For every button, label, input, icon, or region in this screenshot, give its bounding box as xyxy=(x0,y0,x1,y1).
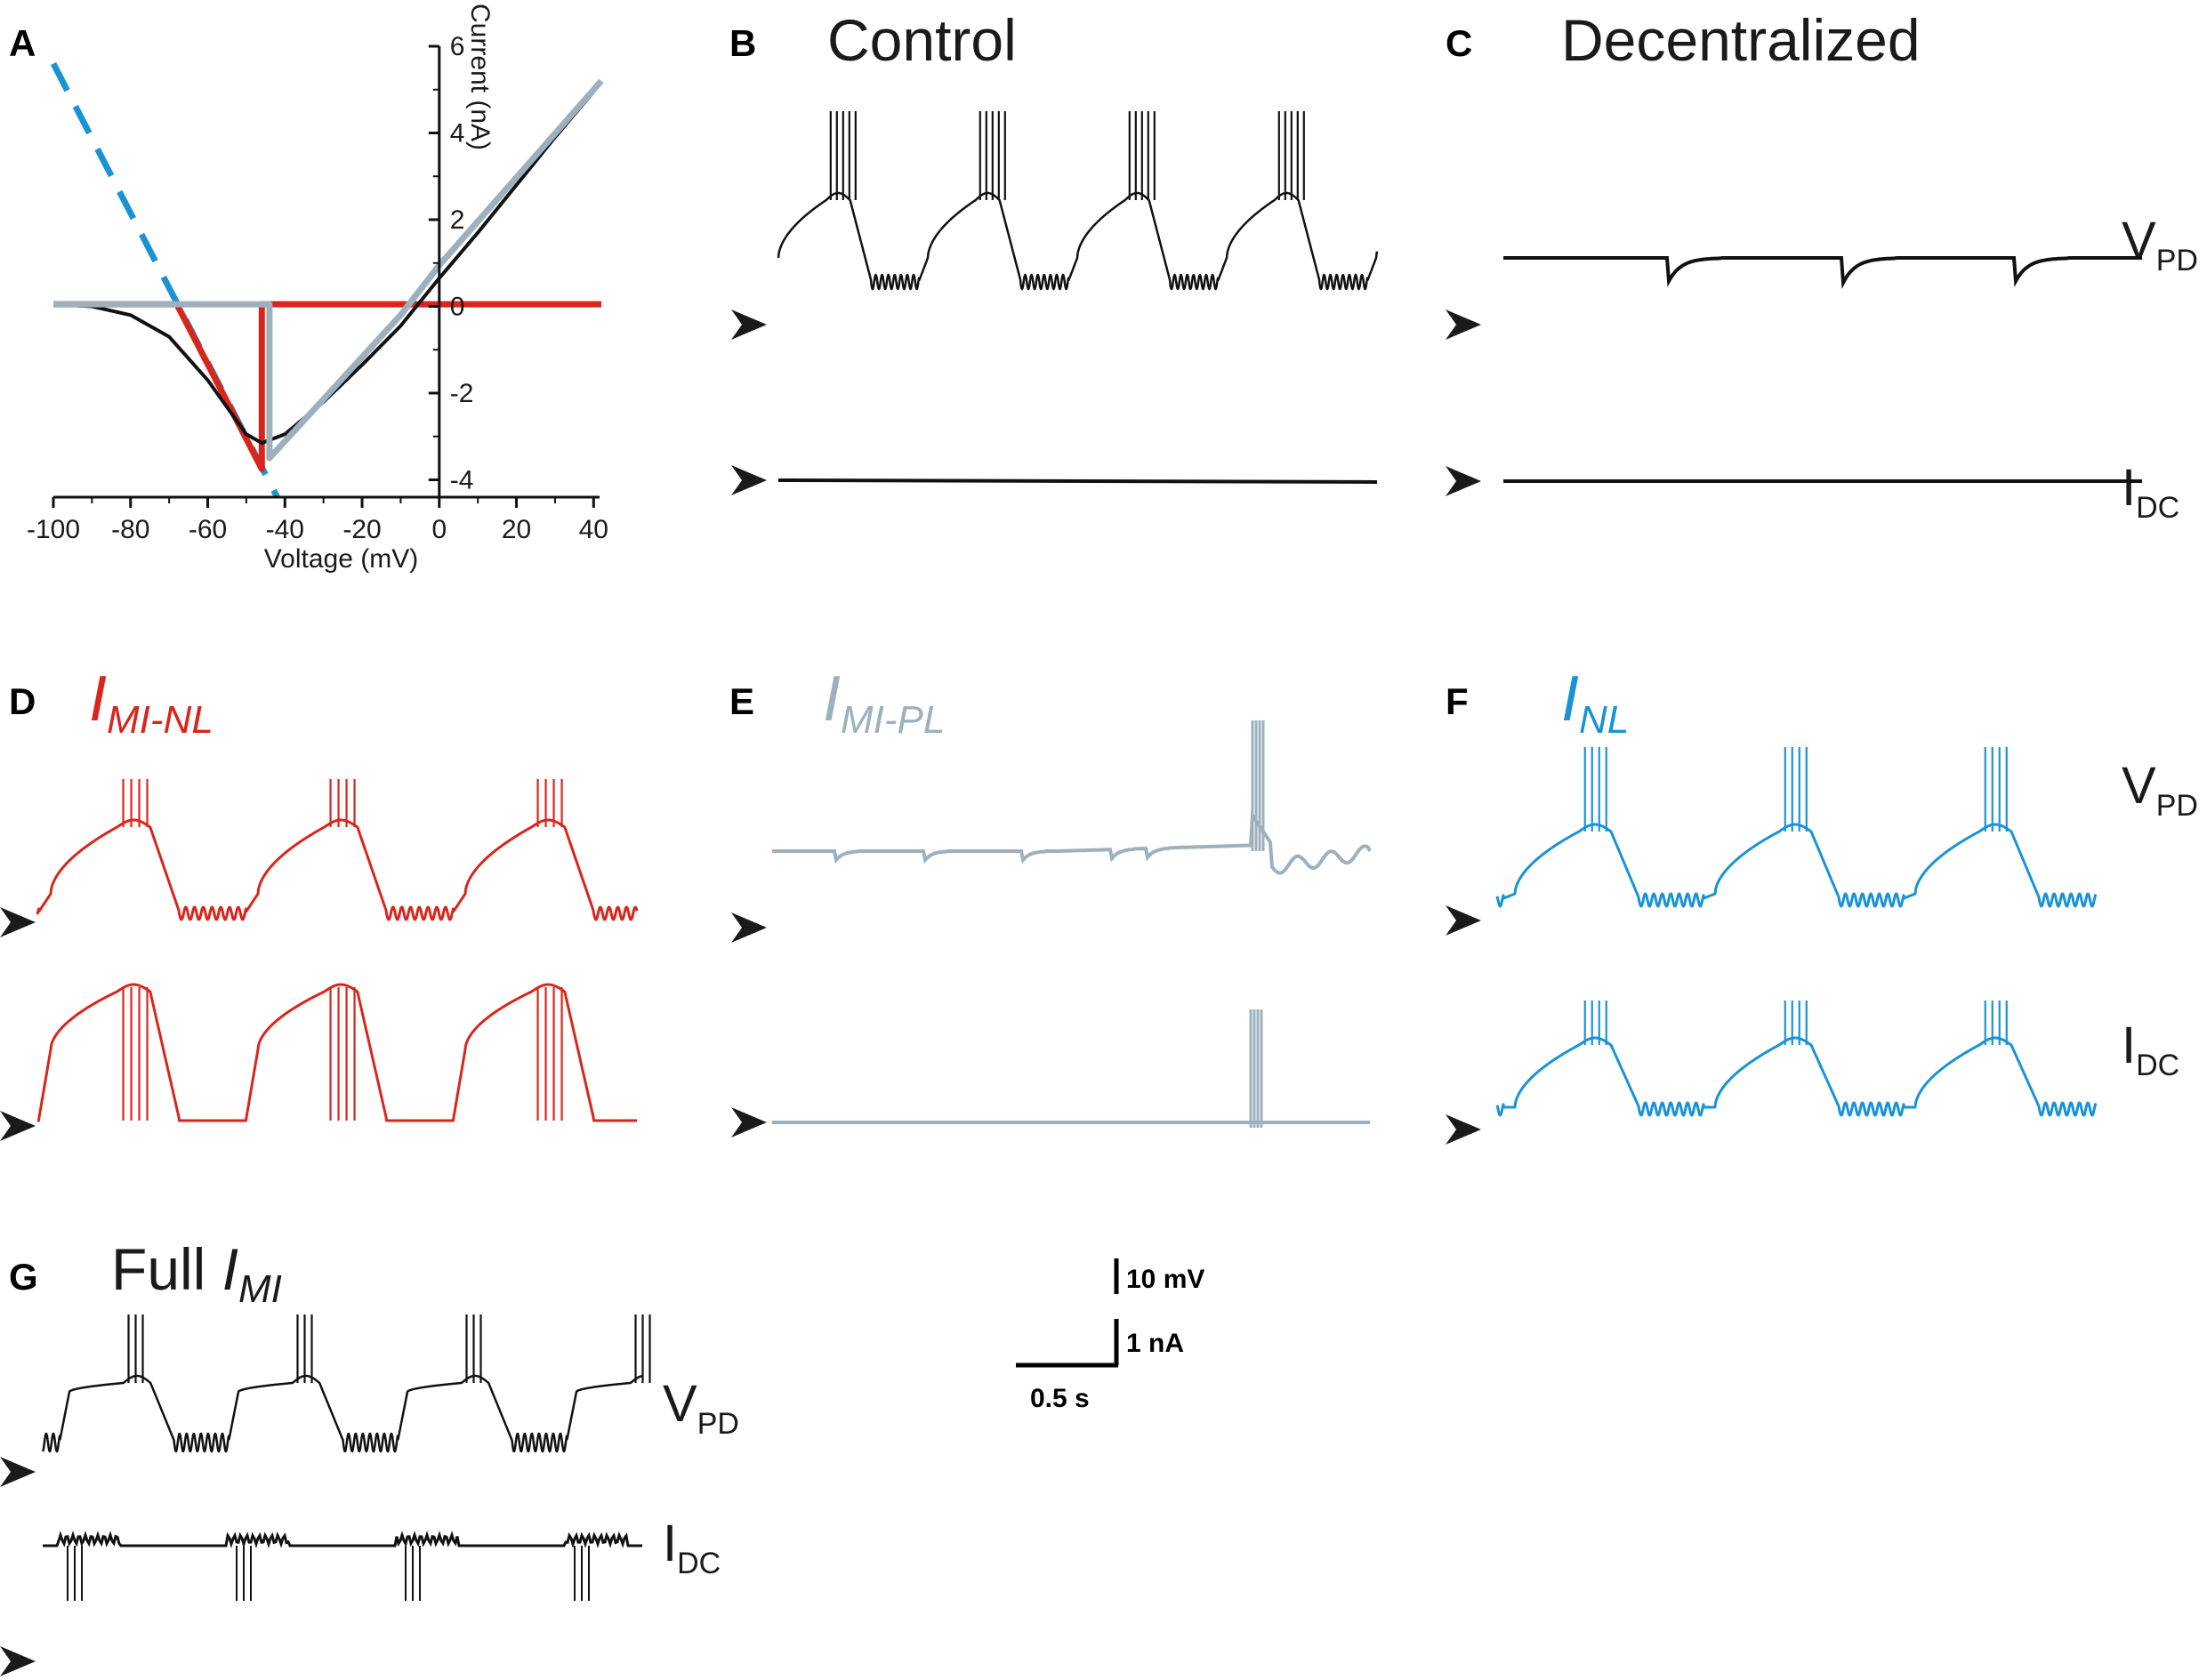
arrowhead-icon xyxy=(0,907,36,937)
cond-nl-base: I xyxy=(1561,663,1579,735)
x-tick-label: -20 xyxy=(342,515,381,544)
y-tick-label: 2 xyxy=(450,205,465,235)
cond-mi-nl-sub: MI-NL xyxy=(107,698,213,742)
trace-f-vpd xyxy=(1495,747,2098,908)
title-full-base: I xyxy=(222,1236,238,1302)
cond-label-mi-pl: IMI-PL xyxy=(823,663,945,742)
arrowhead-icon xyxy=(731,1107,767,1137)
trace-g-idc-line xyxy=(43,1531,642,1548)
x-tick-label: -100 xyxy=(27,515,80,544)
panel-letter-e: E xyxy=(729,680,754,722)
trace-b-vpd xyxy=(777,111,1379,291)
trace-e-vpd-line xyxy=(772,809,1372,875)
trace-b-vpd-line xyxy=(777,191,1379,291)
y-tick-label: -4 xyxy=(450,466,474,495)
baseline-arrows xyxy=(0,309,1481,1676)
arrowhead-icon xyxy=(1446,905,1481,936)
arrowhead-icon xyxy=(0,1646,36,1676)
arrowhead-icon xyxy=(1446,309,1481,340)
trace-d-idc-line xyxy=(36,983,638,1122)
label-vpd-g: VPD xyxy=(663,1375,739,1441)
arrowhead-icon xyxy=(1446,1114,1481,1145)
label-idc-g: IDC xyxy=(663,1515,721,1580)
scale-bar-voltage-label: 10 mV xyxy=(1126,1265,1204,1294)
panel-letter-d: D xyxy=(9,680,36,722)
panel-letter-c: C xyxy=(1446,22,1472,64)
y-tick-label: 6 xyxy=(450,32,465,61)
cond-mi-pl-base: I xyxy=(823,663,841,735)
panel-letter-a: A xyxy=(9,22,36,64)
x-tick-label: 40 xyxy=(579,515,608,544)
trace-d-vpd-line xyxy=(36,818,639,921)
iv-series-3 xyxy=(53,78,604,462)
arrowhead-icon xyxy=(0,1457,36,1487)
y-axis-label: Current (nA) xyxy=(465,4,495,150)
cond-label-nl: INL xyxy=(1561,663,1629,742)
title-full-prefix: Full xyxy=(111,1236,222,1302)
trace-f-vpd-line xyxy=(1495,823,2098,908)
trace-c-vpd xyxy=(1503,256,2142,289)
trace-g-idc xyxy=(43,1531,642,1601)
cond-nl-sub: NL xyxy=(1579,698,1629,742)
trace-d-idc xyxy=(36,983,638,1122)
trace-e-vpd xyxy=(772,720,1372,875)
x-axis-label: Voltage (mV) xyxy=(264,544,418,574)
panel-letter-b: B xyxy=(729,22,756,64)
label-vpd-c: VPD xyxy=(2122,212,2198,277)
cond-mi-nl-base: I xyxy=(89,663,107,735)
arrowhead-icon xyxy=(731,309,767,340)
panel-letter-f: F xyxy=(1446,680,1469,722)
cond-mi-pl-sub: MI-PL xyxy=(841,698,945,742)
arrowhead-icon xyxy=(731,465,767,495)
y-tick-label: 0 xyxy=(450,293,465,322)
x-tick-label: -60 xyxy=(189,515,227,544)
title-full-sub: MI xyxy=(238,1267,282,1311)
trace-f-idc-line xyxy=(1495,1036,2098,1117)
panel-letter-g: G xyxy=(9,1256,38,1298)
title-full-imi: Full IMI xyxy=(111,1236,282,1311)
scale-bar-current-label: 1 nA xyxy=(1126,1329,1184,1358)
trace-b-idc xyxy=(777,478,1378,484)
scale-bar-time-label: 0.5 s xyxy=(1030,1384,1090,1413)
label-idc-f: IDC xyxy=(2122,1017,2179,1082)
iv-series-2 xyxy=(52,90,595,446)
traces xyxy=(36,111,2142,1601)
cond-label-mi-nl: IMI-NL xyxy=(89,663,213,742)
trace-d-vpd xyxy=(36,779,639,921)
label-idc-c: IDC xyxy=(2122,459,2179,525)
trace-g-vpd-line xyxy=(41,1374,643,1453)
label-vpd-f: VPD xyxy=(2122,757,2198,823)
title-control: Control xyxy=(827,7,1017,73)
y-tick-label: 4 xyxy=(450,119,465,149)
arrowhead-icon xyxy=(0,1111,36,1141)
y-tick-label: -2 xyxy=(450,379,474,408)
arrowhead-icon xyxy=(731,912,767,943)
scale-bar: 10 mV 1 nA 0.5 s xyxy=(1016,1258,1204,1413)
title-decentralized: Decentralized xyxy=(1561,7,1921,73)
iv-series-1 xyxy=(53,301,601,472)
x-tick-label: -80 xyxy=(111,515,149,544)
x-tick-label: 20 xyxy=(502,515,531,544)
arrowhead-icon xyxy=(1446,466,1481,496)
trace-g-vpd xyxy=(41,1314,651,1453)
trace-f-idc xyxy=(1495,1001,2098,1117)
x-tick-label: 0 xyxy=(431,515,447,544)
x-tick-label: -40 xyxy=(266,515,304,544)
